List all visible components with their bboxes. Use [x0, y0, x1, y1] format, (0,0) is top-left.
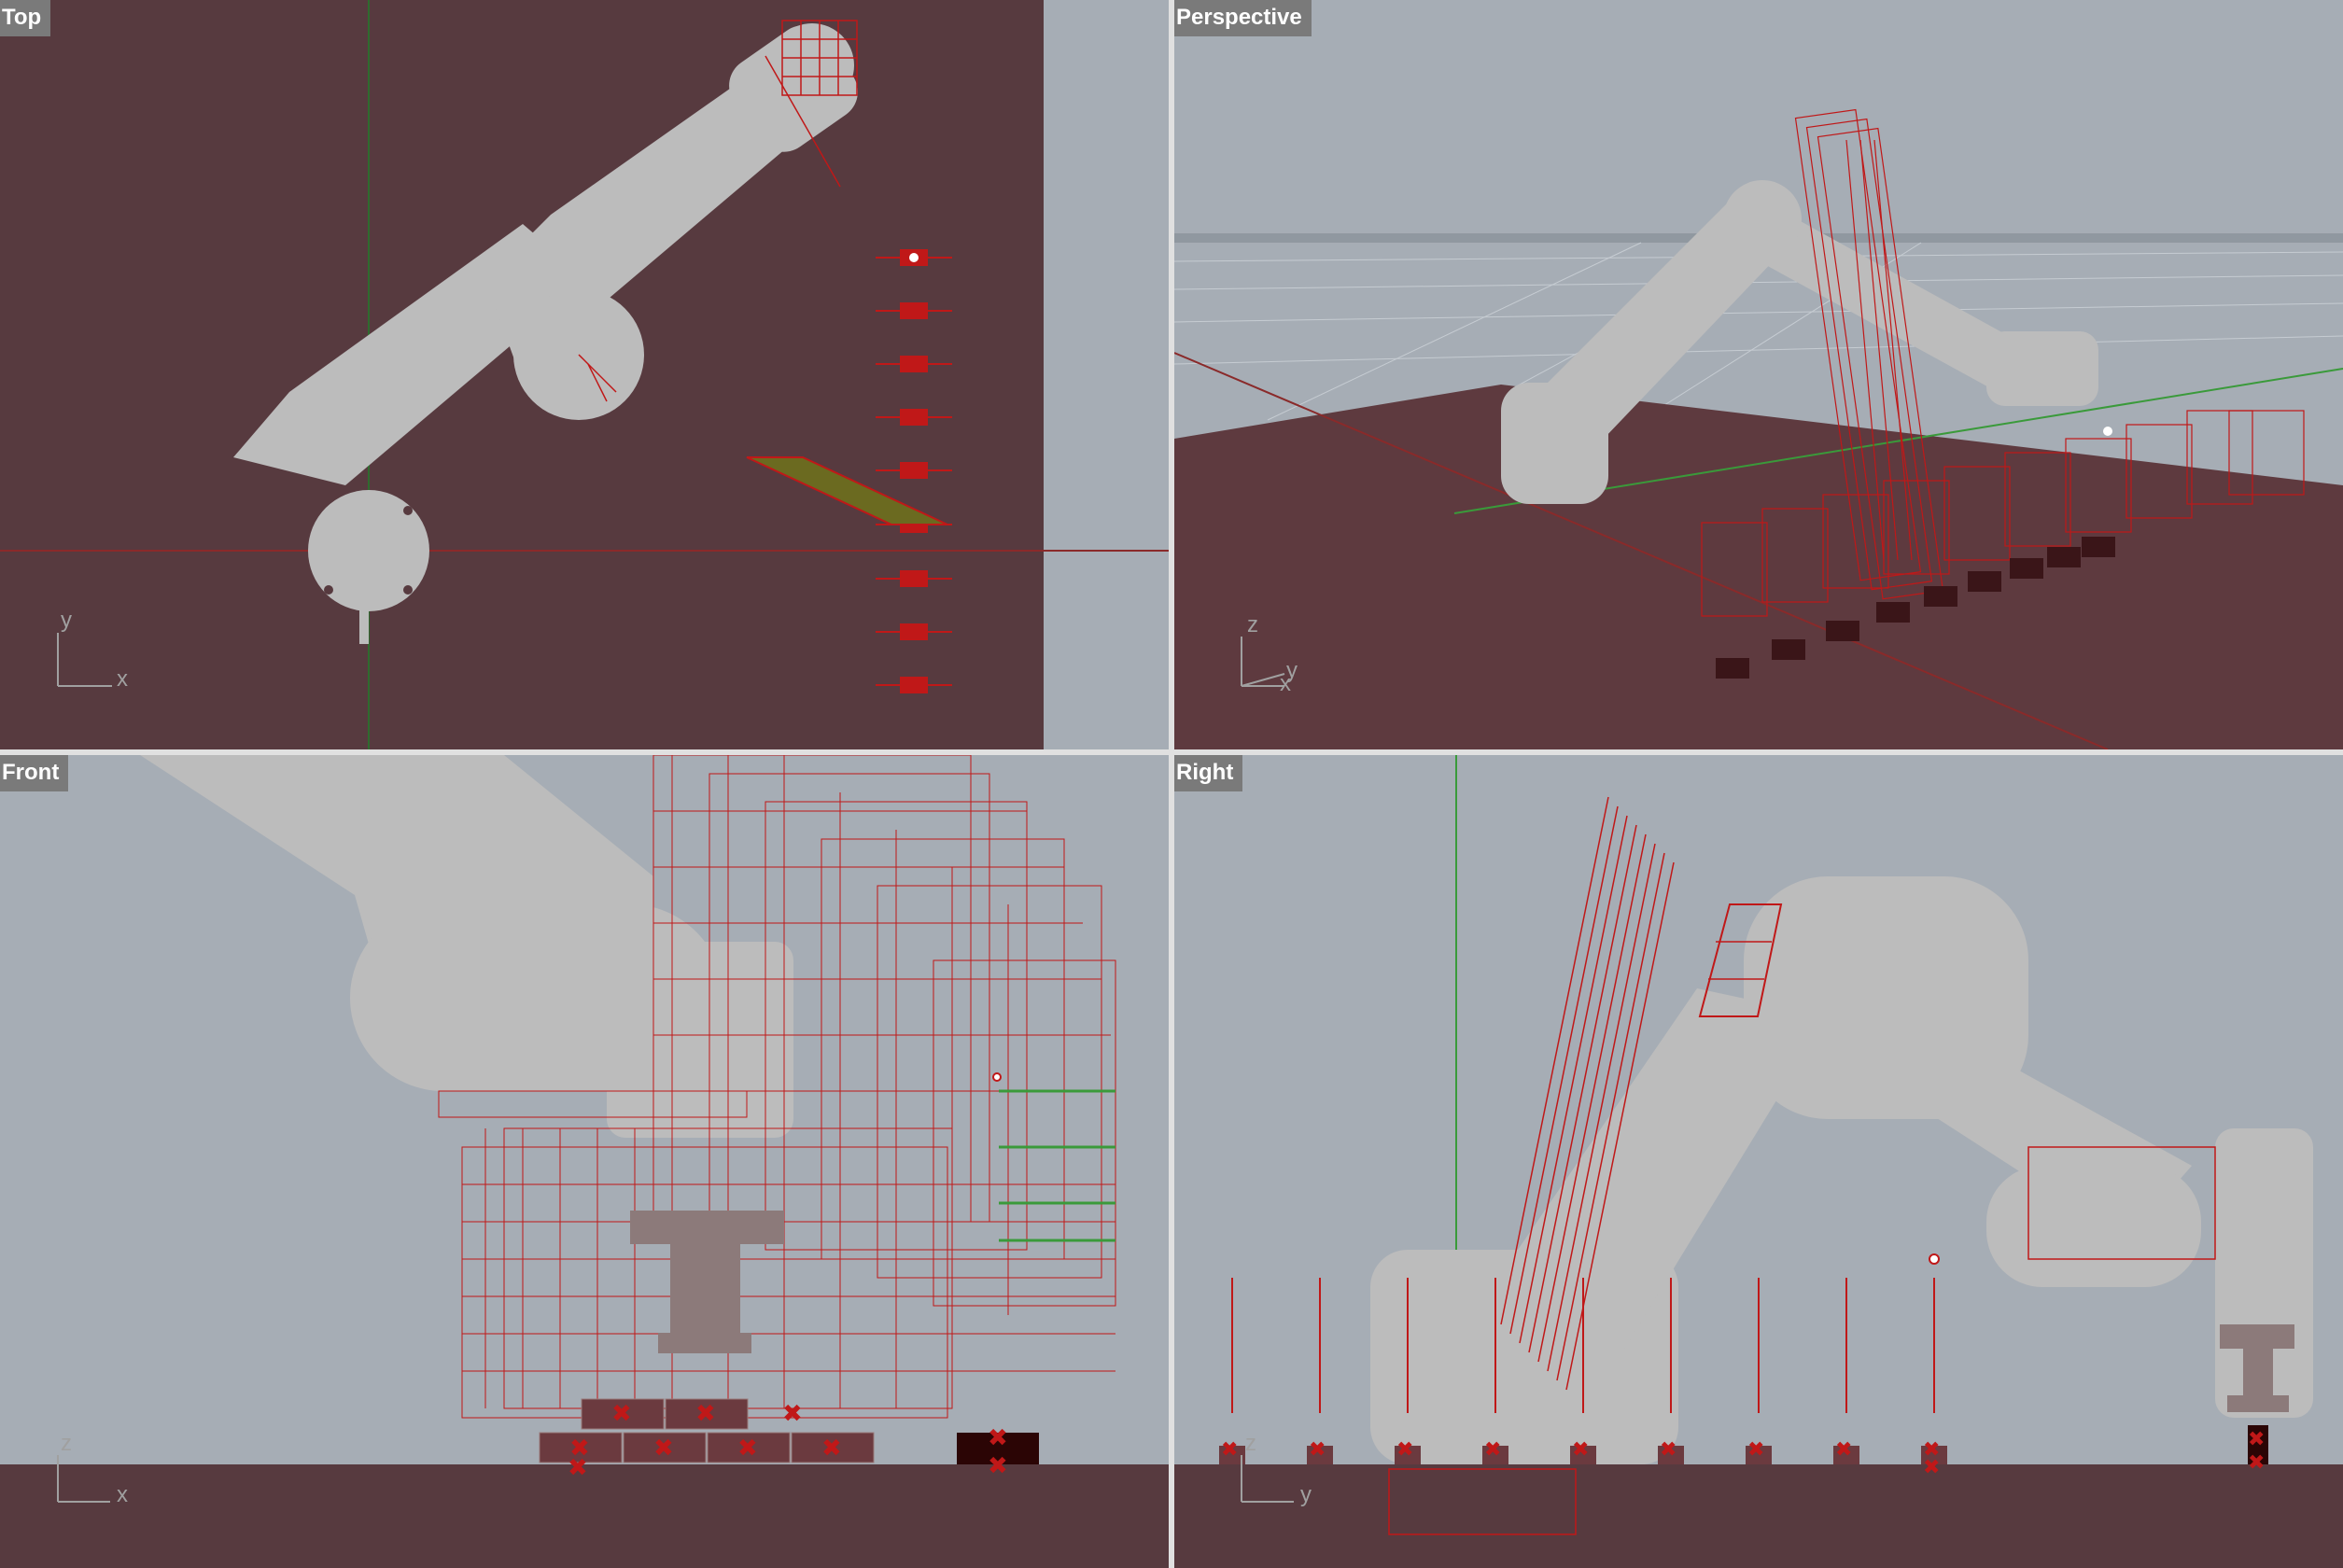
- axis-label-y: y: [1286, 658, 1298, 683]
- viewport-label-front[interactable]: Front: [0, 755, 69, 791]
- robot-base: [630, 1211, 784, 1353]
- svg-text:✖: ✖: [611, 1400, 632, 1428]
- viewport-right[interactable]: ✖✖✖✖ ✖✖✖✖ ✖✖✖✖ z y Right: [1174, 755, 2343, 1568]
- axis-indicator: [1241, 1455, 1294, 1503]
- svg-text:✖: ✖: [1572, 1438, 1589, 1462]
- tool-path-fan: [1388, 796, 2216, 1535]
- svg-text:✖: ✖: [1660, 1438, 1677, 1462]
- axis-indicator: [1241, 637, 1285, 687]
- axis-label-x: x: [1280, 671, 1291, 696]
- tool-path-stack: [1701, 108, 2305, 617]
- svg-text:✖: ✖: [1835, 1438, 1852, 1462]
- front-view-canvas[interactable]: ✖✖✖ ✖✖✖✖ ✖✖✖ z x: [0, 755, 1169, 1568]
- target-x-icon: ✖✖✖✖ ✖✖✖✖ ✖✖✖✖: [1221, 1428, 2265, 1479]
- svg-text:✖: ✖: [2248, 1451, 2265, 1475]
- axis-label-y: y: [1300, 1482, 1312, 1507]
- svg-text:✖: ✖: [1309, 1438, 1326, 1462]
- tool-grid: [578, 20, 858, 402]
- svg-text:✖: ✖: [1221, 1438, 1238, 1462]
- viewport-front[interactable]: ✖✖✖ ✖✖✖✖ ✖✖✖ z x Front: [0, 755, 1169, 1568]
- svg-text:✖: ✖: [988, 1424, 1008, 1452]
- target-blocks[interactable]: [1716, 537, 2115, 679]
- svg-text:✖: ✖: [1396, 1438, 1413, 1462]
- target-x-icon: ✖✖✖ ✖✖✖✖ ✖✖✖: [568, 1400, 1008, 1482]
- origin-point-icon: [2103, 427, 2112, 436]
- viewport-perspective[interactable]: z y x Perspective: [1174, 0, 2343, 749]
- ground-plane: [1174, 385, 2343, 749]
- ground-plane: [1174, 1464, 2343, 1568]
- svg-text:✖: ✖: [988, 1452, 1008, 1480]
- svg-text:✖: ✖: [653, 1435, 674, 1463]
- divider-vertical[interactable]: [1169, 0, 1174, 1568]
- work-plane: [746, 456, 948, 525]
- svg-text:✖: ✖: [1923, 1438, 1940, 1462]
- axis-label-z: z: [1247, 612, 1258, 637]
- axis-label-x: x: [117, 666, 128, 692]
- robot-arm[interactable]: [140, 755, 793, 1138]
- axis-label-x: x: [117, 1482, 128, 1507]
- target-blocks[interactable]: ✖✖✖ ✖✖✖✖ ✖✖✖: [539, 1398, 1039, 1482]
- origin-point-icon: [1929, 1253, 1940, 1265]
- top-view-canvas[interactable]: y x: [0, 0, 1169, 749]
- axis-indicator: [57, 1455, 110, 1503]
- viewport-label-top[interactable]: Top: [0, 0, 51, 36]
- viewport-label-right[interactable]: Right: [1174, 755, 1243, 791]
- viewport-label-perspective[interactable]: Perspective: [1174, 0, 1312, 36]
- robot-base: [2220, 1324, 2294, 1412]
- perspective-view-canvas[interactable]: z y x: [1174, 0, 2343, 749]
- origin-point-icon: [909, 253, 919, 262]
- svg-text:✖: ✖: [821, 1435, 842, 1463]
- svg-text:✖: ✖: [1484, 1438, 1501, 1462]
- divider-horizontal[interactable]: [0, 749, 2343, 755]
- svg-text:✖: ✖: [2248, 1428, 2265, 1451]
- axis-label-y: y: [61, 608, 72, 633]
- target-blocks[interactable]: ✖✖✖✖ ✖✖✖✖ ✖✖✖✖: [1219, 1278, 2268, 1479]
- axis-label-z: z: [1245, 1431, 1256, 1456]
- right-view-canvas[interactable]: ✖✖✖✖ ✖✖✖✖ ✖✖✖✖ z y: [1174, 755, 2343, 1568]
- svg-text:✖: ✖: [1923, 1456, 1940, 1479]
- robot-arm[interactable]: [1501, 180, 2098, 504]
- svg-text:✖: ✖: [569, 1435, 590, 1463]
- svg-text:✖: ✖: [1747, 1438, 1764, 1462]
- svg-text:✖: ✖: [737, 1435, 758, 1463]
- tool-path-highlight: [999, 1089, 1115, 1242]
- axis-label-z: z: [61, 1431, 72, 1456]
- svg-text:✖: ✖: [568, 1454, 588, 1482]
- viewport-top[interactable]: y x Top: [0, 0, 1169, 749]
- origin-point-icon: [992, 1072, 1002, 1082]
- ground-plane: [0, 1464, 1169, 1568]
- svg-text:✖: ✖: [782, 1400, 803, 1428]
- svg-text:✖: ✖: [695, 1400, 716, 1428]
- axis-indicator: [57, 633, 112, 687]
- robot-arm[interactable]: [1370, 876, 2313, 1464]
